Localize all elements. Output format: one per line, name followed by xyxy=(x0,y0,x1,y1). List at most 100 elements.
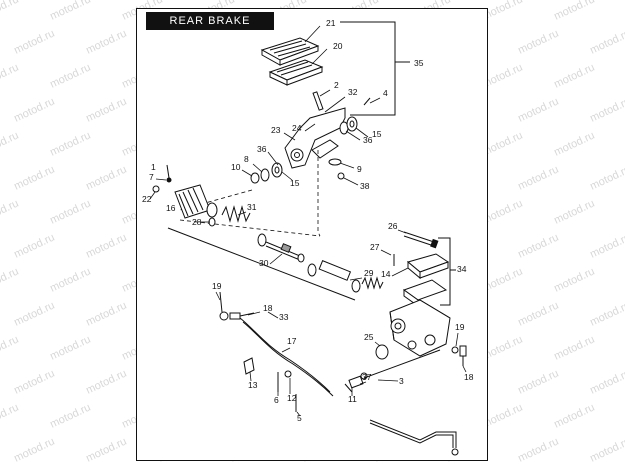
leader-line xyxy=(283,132,296,141)
callout-label-36b: 36 xyxy=(257,144,267,154)
callout-label-14: 14 xyxy=(381,269,391,279)
bracket-35 xyxy=(340,21,396,116)
leader-line xyxy=(249,371,252,382)
callout-label-18a: 18 xyxy=(263,303,273,313)
callout-label-15b: 15 xyxy=(290,178,300,188)
leader-line xyxy=(311,48,328,65)
callout-label-19b: 19 xyxy=(455,322,465,332)
callout-label-15a: 15 xyxy=(372,129,382,139)
switch-37 xyxy=(344,375,364,393)
leader-line xyxy=(355,127,369,138)
callout-label-33: 33 xyxy=(279,312,289,322)
brake-hose-17 xyxy=(239,317,331,393)
leader-line xyxy=(377,379,399,382)
callout-label-24: 24 xyxy=(292,123,302,133)
callout-label-3: 3 xyxy=(399,376,404,386)
screw-4 xyxy=(363,97,371,106)
callout-label-2: 2 xyxy=(334,80,339,90)
leader-line xyxy=(304,25,321,43)
callout-label-11: 11 xyxy=(348,394,357,404)
banjo-fitting-left xyxy=(219,291,255,321)
callout-label-19a: 19 xyxy=(212,281,222,291)
leader-line xyxy=(215,291,221,301)
callout-label-30: 30 xyxy=(259,258,269,268)
leader-line xyxy=(269,253,283,265)
assembly-dash-3 xyxy=(179,189,253,211)
callout-label-6: 6 xyxy=(274,395,279,405)
bushing-right xyxy=(339,116,358,135)
push-rod-30 xyxy=(257,233,305,263)
washer-stack-left xyxy=(250,162,283,184)
leader-line xyxy=(462,365,467,373)
leader-line xyxy=(281,171,293,181)
callout-label-18b: 18 xyxy=(464,372,474,382)
callout-label-37: 37 xyxy=(362,372,372,382)
bolt-26 xyxy=(403,231,439,249)
callout-label-36a: 36 xyxy=(363,135,373,145)
callout-label-31: 31 xyxy=(247,202,257,212)
callout-label-29: 29 xyxy=(364,268,374,278)
leader-line xyxy=(247,311,261,316)
callout-label-13: 13 xyxy=(248,380,258,390)
leader-33 xyxy=(167,227,356,301)
callout-label-38: 38 xyxy=(360,181,370,191)
callout-label-25: 25 xyxy=(364,332,374,342)
callout-label-27: 27 xyxy=(370,242,380,252)
leader-line xyxy=(267,151,279,166)
callout-label-7: 7 xyxy=(149,172,154,182)
assembly-dash-1 xyxy=(317,150,321,237)
callout-label-35: 35 xyxy=(414,58,424,68)
leader-line xyxy=(369,97,381,104)
pedal-pad-upper xyxy=(260,37,320,66)
reservoir-cover-14 xyxy=(402,253,450,307)
leader-line xyxy=(241,169,253,177)
callout-label-26: 26 xyxy=(388,221,398,231)
leader-line xyxy=(349,277,363,281)
leader-line xyxy=(343,177,359,186)
leader-line xyxy=(324,96,346,113)
callout-label-1: 1 xyxy=(151,162,156,172)
leader-line xyxy=(304,123,316,132)
diagram-title: REAR BRAKE CONTROL xyxy=(146,12,274,45)
fitting-38 xyxy=(337,172,345,180)
leader-line xyxy=(345,130,361,141)
brake-line-3 xyxy=(369,419,457,448)
leader-line xyxy=(155,178,167,181)
clamp-12 xyxy=(284,370,292,378)
boot-16 xyxy=(174,184,218,219)
brake-pedal-arm xyxy=(284,107,346,169)
callout-label-23: 23 xyxy=(271,125,281,135)
callout-label-16: 16 xyxy=(166,203,176,213)
leader-line xyxy=(374,341,381,347)
callout-label-10: 10 xyxy=(231,162,241,172)
leader-line xyxy=(339,162,355,169)
leader-line xyxy=(296,411,301,417)
nut-22 xyxy=(152,185,160,193)
pedal-pin xyxy=(312,91,324,111)
washer-9 xyxy=(328,158,342,166)
callout-label-4: 4 xyxy=(383,88,388,98)
callout-label-20: 20 xyxy=(333,41,343,51)
callout-label-17: 17 xyxy=(287,336,297,346)
callout-label-8: 8 xyxy=(244,154,249,164)
diagram-frame xyxy=(136,8,488,461)
leader-line xyxy=(149,191,156,200)
callout-label-34: 34 xyxy=(457,264,467,274)
piston-assembly-29 xyxy=(307,260,384,293)
leader-line xyxy=(267,311,279,319)
leader-line xyxy=(359,381,367,385)
leader-line xyxy=(380,249,392,256)
pedal-pad-lower xyxy=(268,59,324,86)
leader-line xyxy=(281,347,291,353)
callout-label-21: 21 xyxy=(326,18,336,28)
assembly-dash-2 xyxy=(179,219,321,237)
callout-label-22: 22 xyxy=(142,194,152,204)
bracket-34 xyxy=(438,237,451,306)
leader-line xyxy=(391,267,409,277)
bolt-1 xyxy=(166,164,172,183)
cap-25 xyxy=(375,344,389,360)
leader-line xyxy=(237,211,247,216)
callout-label-9: 9 xyxy=(357,164,362,174)
master-cylinder-body xyxy=(389,299,451,357)
